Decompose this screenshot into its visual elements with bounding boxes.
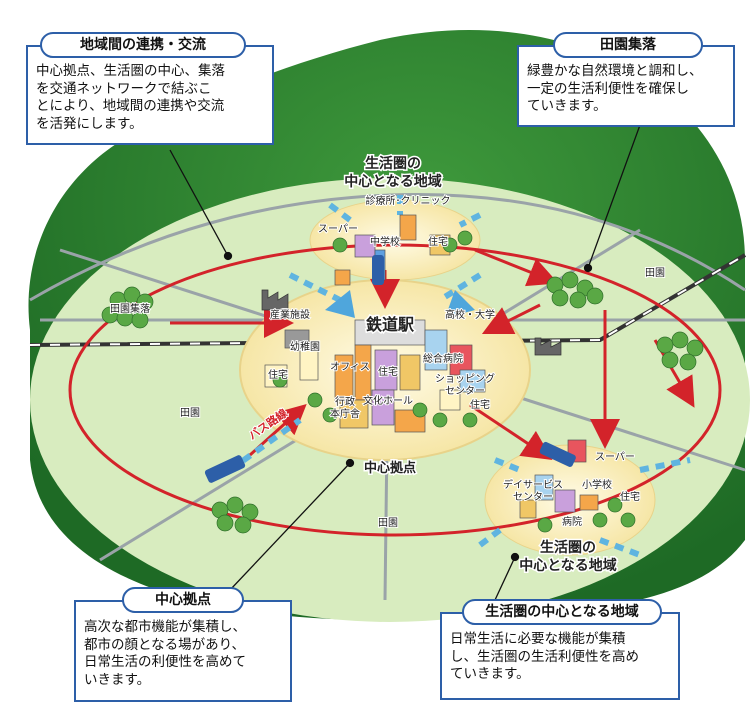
label-office: オフィス <box>330 361 370 373</box>
network-ring <box>68 243 722 537</box>
label-housing-center: 住宅 <box>378 365 398 378</box>
label-rural-village-left: 田園集落 <box>110 302 150 315</box>
station-arrows <box>325 290 475 318</box>
label-top-area-2: 中心となる地域 <box>344 173 442 190</box>
label-high-school: 高校・大学 <box>445 308 495 321</box>
label-dayservice-2: センター <box>513 491 553 503</box>
map-labels: 生活圏の 中心となる地域 診療所･クリニック スーパー 中学校 住宅 田園集落 … <box>109 154 666 576</box>
callout-living-sphere-center: 生活圏の中心となる地域 日常生活に必要な機能が集積 し、生活圏の生活利便性を高め… <box>440 599 680 700</box>
railway-line <box>29 253 747 347</box>
callout-rural-village: 田園集落 緑豊かな自然環境と調和し、 一定の生活利便性を確保し ていきます。 <box>517 32 735 127</box>
label-bottom-area-1: 生活圏の <box>540 539 596 556</box>
callout-rural-village-body: 緑豊かな自然環境と調和し、 一定の生活利便性を確保し ていきます。 <box>527 63 703 114</box>
label-city-hall: 本庁舎 <box>330 407 360 420</box>
label-rural-bottom: 田園 <box>378 517 398 529</box>
label-clinic-br: 病院 <box>562 515 582 528</box>
label-industrial: 産業施設 <box>270 308 310 321</box>
label-shopping-2: センター <box>445 385 485 397</box>
tree-clusters <box>101 230 704 534</box>
label-housing-br: 住宅 <box>620 490 640 503</box>
callout-regional-exchange: 地域間の連携・交流 中心拠点、生活圏の中心、集落 を交通ネットワークで結ぶこ と… <box>26 32 274 145</box>
label-clinic: 診療所･クリニック <box>366 194 451 207</box>
label-super-top: スーパー <box>318 223 358 235</box>
label-station: 鉄道駅 <box>366 315 415 334</box>
label-admin: 行政 <box>335 395 355 408</box>
label-center-hub: 中心拠点 <box>364 460 416 476</box>
label-junior-high: 中学校 <box>370 235 400 248</box>
label-bottom-area-2: 中心となる地域 <box>519 557 617 574</box>
callout-regional-exchange-body: 中心拠点、生活圏の中心、集落 を交通ネットワークで結ぶこ とにより、地域間の連携… <box>36 63 225 132</box>
label-super-br: スーパー <box>595 451 635 463</box>
callout-living-sphere-center-body: 日常生活に必要な機能が集積 し、生活圏の生活利便性を高め ていきます。 <box>450 631 639 682</box>
label-rural-left: 田園 <box>180 407 200 419</box>
label-rural-right: 田園 <box>645 267 665 279</box>
label-hospital: 総合病院 <box>423 352 463 365</box>
label-top-area-1: 生活圏の <box>365 155 421 172</box>
callout-rural-village-title: 田園集落 <box>553 32 703 58</box>
callout-living-sphere-center-title: 生活圏の中心となる地域 <box>462 599 662 625</box>
label-housing-top: 住宅 <box>428 235 448 248</box>
label-culture-hall: 文化ホール <box>363 394 413 407</box>
label-shopping-1: ショッピング <box>435 372 495 385</box>
leader-lines <box>169 124 641 601</box>
label-housing-left: 住宅 <box>268 368 288 381</box>
label-dayservice-1: デイサービス <box>503 478 563 491</box>
label-kindergarten: 幼稚園 <box>290 340 320 353</box>
label-housing-right: 住宅 <box>470 398 490 411</box>
influence-dashes <box>228 195 691 558</box>
callout-center-hub-body: 高次な都市機能が集積し、 都市の顔となる場があり、 日常生活の利便性を高めて い… <box>84 619 246 688</box>
callout-center-hub: 中心拠点 高次な都市機能が集積し、 都市の顔となる場があり、 日常生活の利便性を… <box>74 587 292 702</box>
bus-icons <box>204 255 576 483</box>
label-elementary: 小学校 <box>582 478 612 491</box>
callout-regional-exchange-title: 地域間の連携・交流 <box>40 32 246 58</box>
callout-center-hub-title: 中心拠点 <box>122 587 244 613</box>
factory-icons <box>261 289 562 356</box>
